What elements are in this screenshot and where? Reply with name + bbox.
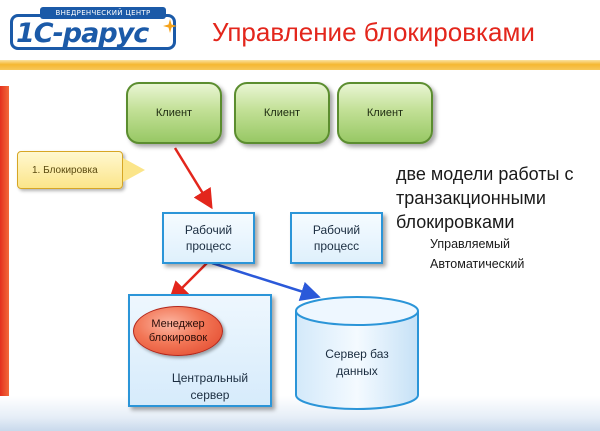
manager-arrow <box>168 262 208 302</box>
header-divider <box>0 60 600 70</box>
process-label-line1: Рабочий <box>184 223 233 237</box>
logo-banner: ВНЕДРЕНЧЕСКИЙ ЦЕНТР <box>40 7 166 19</box>
client-box-1: Клиент <box>126 82 222 144</box>
client-box-3: Клиент <box>337 82 433 144</box>
process-label-line2: процесс <box>185 239 232 253</box>
worker-process-2: Рабочий процесс <box>290 212 383 264</box>
lock-manager-ellipse: Менеджер блокировок <box>133 306 223 356</box>
manager-line1: Менеджер <box>151 318 205 330</box>
client-box-2: Клиент <box>234 82 330 144</box>
callout-label: 1. Блокировка <box>32 164 98 176</box>
db-server-line2: данных <box>336 364 378 378</box>
models-line-2: транзакционными <box>396 188 546 208</box>
central-server-line1: Центральный <box>171 371 249 385</box>
lock-callout: 1. Блокировка <box>17 151 123 189</box>
client-label: Клиент <box>366 107 404 119</box>
lock-models-text: две модели работы с транзакционными блок… <box>396 162 596 274</box>
model-item-managed: Управляемый <box>430 237 510 251</box>
models-line-3: блокировками <box>396 212 515 232</box>
company-logo: ВНЕДРЕНЧЕСКИЙ ЦЕНТР 1С-рарус <box>6 4 182 54</box>
database-cylinder <box>295 296 419 410</box>
worker-process-1: Рабочий процесс <box>162 212 255 264</box>
client-label: Клиент <box>263 107 301 119</box>
client-label: Клиент <box>155 107 193 119</box>
db-arrow <box>211 261 321 301</box>
spark-icon <box>163 19 177 33</box>
slide-header: ВНЕДРЕНЧЕСКИЙ ЦЕНТР 1С-рарус Управление … <box>0 0 600 66</box>
model-item-automatic: Автоматический <box>430 257 525 271</box>
manager-line2: блокировок <box>148 332 208 344</box>
db-server-label: Сервер баз данных <box>300 346 414 380</box>
slide-title: Управление блокировками <box>212 17 535 47</box>
process-label-line1: Рабочий <box>312 223 361 237</box>
central-server-label: Центральный сервер <box>160 370 260 404</box>
lock-arrow <box>173 147 213 210</box>
left-accent-bar <box>0 86 9 411</box>
logo-text: 1С-рарус <box>16 18 149 49</box>
callout-pointer <box>123 158 145 182</box>
db-server-line1: Сервер баз <box>325 347 389 361</box>
process-label-line2: процесс <box>313 239 360 253</box>
central-server-line2: сервер <box>190 388 230 402</box>
footer-cloud <box>0 396 600 431</box>
models-line-1: две модели работы с <box>396 164 574 184</box>
